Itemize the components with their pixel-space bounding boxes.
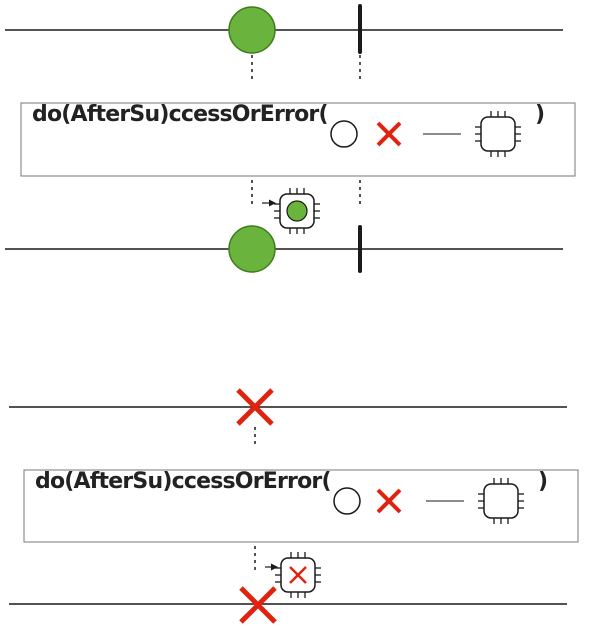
input-emission-marble (228, 6, 276, 54)
error-panel: do(AfterSu)ccessOrError( ) (9, 388, 579, 624)
output-error-marker (239, 586, 277, 624)
callback-arrow-head (271, 563, 278, 571)
red-x-icon (376, 121, 402, 147)
empty-circle-icon (333, 487, 361, 515)
callback-emission-marble (286, 200, 308, 222)
empty-circle-icon (330, 120, 358, 148)
success-panel: do(AfterSu)ccessOrError( ) (5, 4, 576, 273)
red-x-icon (376, 488, 402, 514)
operator-label: do(AfterSu)ccessOrError( (35, 469, 331, 494)
operator-close-paren: ) (538, 469, 547, 494)
output-emission-marble (228, 225, 276, 273)
operator-close-paren: ) (535, 102, 544, 127)
callback-arrow-head (269, 199, 276, 207)
operator-label: do(AfterSu)ccessOrError( (32, 102, 328, 127)
input-error-marker (236, 388, 274, 426)
callback-error-marker (289, 566, 307, 584)
